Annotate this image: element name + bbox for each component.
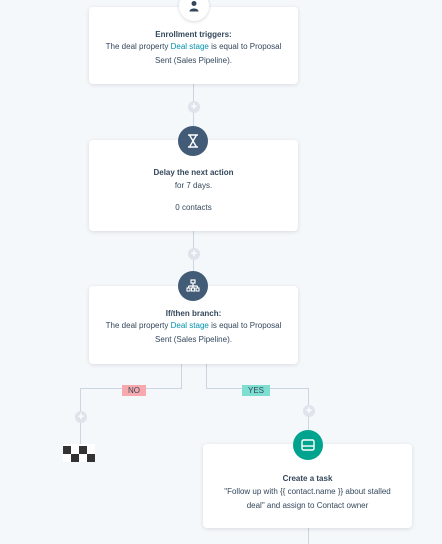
branch-text: The deal property Deal stage is equal to… <box>89 319 298 347</box>
create-task-title: Create a task <box>282 474 333 483</box>
enrollment-text-line2: Sent (Sales Pipeline). <box>155 56 232 65</box>
branch-title: If/then branch: <box>165 309 222 318</box>
add-action-button-1[interactable]: + <box>188 101 200 113</box>
create-task-line2: deal" and assign to Contact owner <box>246 501 369 510</box>
person-icon <box>179 0 209 21</box>
enrollment-trigger-text: The deal property Deal stage is equal to… <box>89 40 298 68</box>
hourglass-icon <box>178 126 208 156</box>
branch-deal-stage-link[interactable]: Deal stage <box>170 321 209 330</box>
connector-task-out <box>308 528 309 544</box>
create-task-line1: "Follow up with {{ contact.name }} about… <box>224 487 391 496</box>
task-icon <box>293 430 323 460</box>
deal-stage-link[interactable]: Deal stage <box>170 42 209 51</box>
workflow-end-flag-icon <box>63 444 95 462</box>
add-action-button-no[interactable]: + <box>75 411 87 423</box>
delay-contacts-count[interactable]: 0 contacts <box>175 203 212 212</box>
create-task-text: "Follow up with {{ contact.name }} about… <box>203 485 412 513</box>
add-action-button-2[interactable]: + <box>188 248 200 260</box>
branch-yes-badge: YES <box>242 385 271 396</box>
add-action-button-yes[interactable]: + <box>303 405 315 417</box>
enrollment-trigger-title: Enrollment triggers: <box>155 30 232 39</box>
enrollment-text-suffix: is equal to Proposal <box>208 42 282 51</box>
enrollment-text-prefix: The deal property <box>105 42 171 51</box>
branch-text-line2: Sent (Sales Pipeline). <box>155 335 232 344</box>
branch-icon <box>178 271 208 301</box>
branch-text-suffix: is equal to Proposal <box>208 321 282 330</box>
delay-duration: for 7 days. <box>174 181 213 190</box>
connector-branch-stem <box>181 364 182 388</box>
branch-text-prefix: The deal property <box>105 321 171 330</box>
delay-title: Delay the next action <box>153 168 234 177</box>
connector-branch-stem-right <box>206 364 207 388</box>
branch-no-badge: NO <box>122 385 146 396</box>
